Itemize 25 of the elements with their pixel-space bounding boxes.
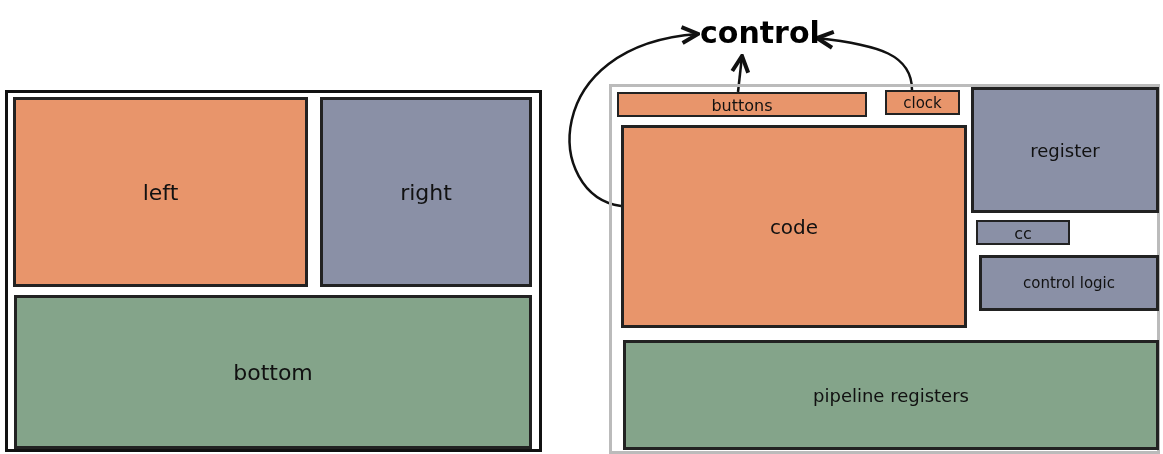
box-label: left (141, 179, 180, 205)
layout-box (320, 97, 532, 287)
layout-box (885, 90, 960, 115)
layout-box (617, 92, 867, 117)
layout-box (13, 97, 308, 287)
layout-box (623, 340, 1159, 450)
box-label: control logic (1021, 274, 1116, 292)
layout-box (976, 220, 1070, 245)
arrow (568, 26, 700, 208)
box-label: buttons (710, 95, 774, 114)
layout-box (14, 295, 532, 449)
box-label: right (399, 179, 453, 205)
arrow (815, 30, 914, 91)
arrow (730, 54, 751, 93)
box-label: cc (1013, 223, 1033, 242)
panel-frame (5, 90, 542, 452)
layout-box (979, 255, 1159, 311)
layout-box (621, 125, 967, 328)
box-label: register (1029, 139, 1101, 161)
panel-frame (609, 84, 1160, 454)
box-label: code (768, 214, 820, 239)
box-label: pipeline registers (812, 384, 970, 406)
box-label: clock (902, 93, 943, 112)
box-label: bottom (232, 359, 314, 385)
layout-box (971, 87, 1159, 213)
